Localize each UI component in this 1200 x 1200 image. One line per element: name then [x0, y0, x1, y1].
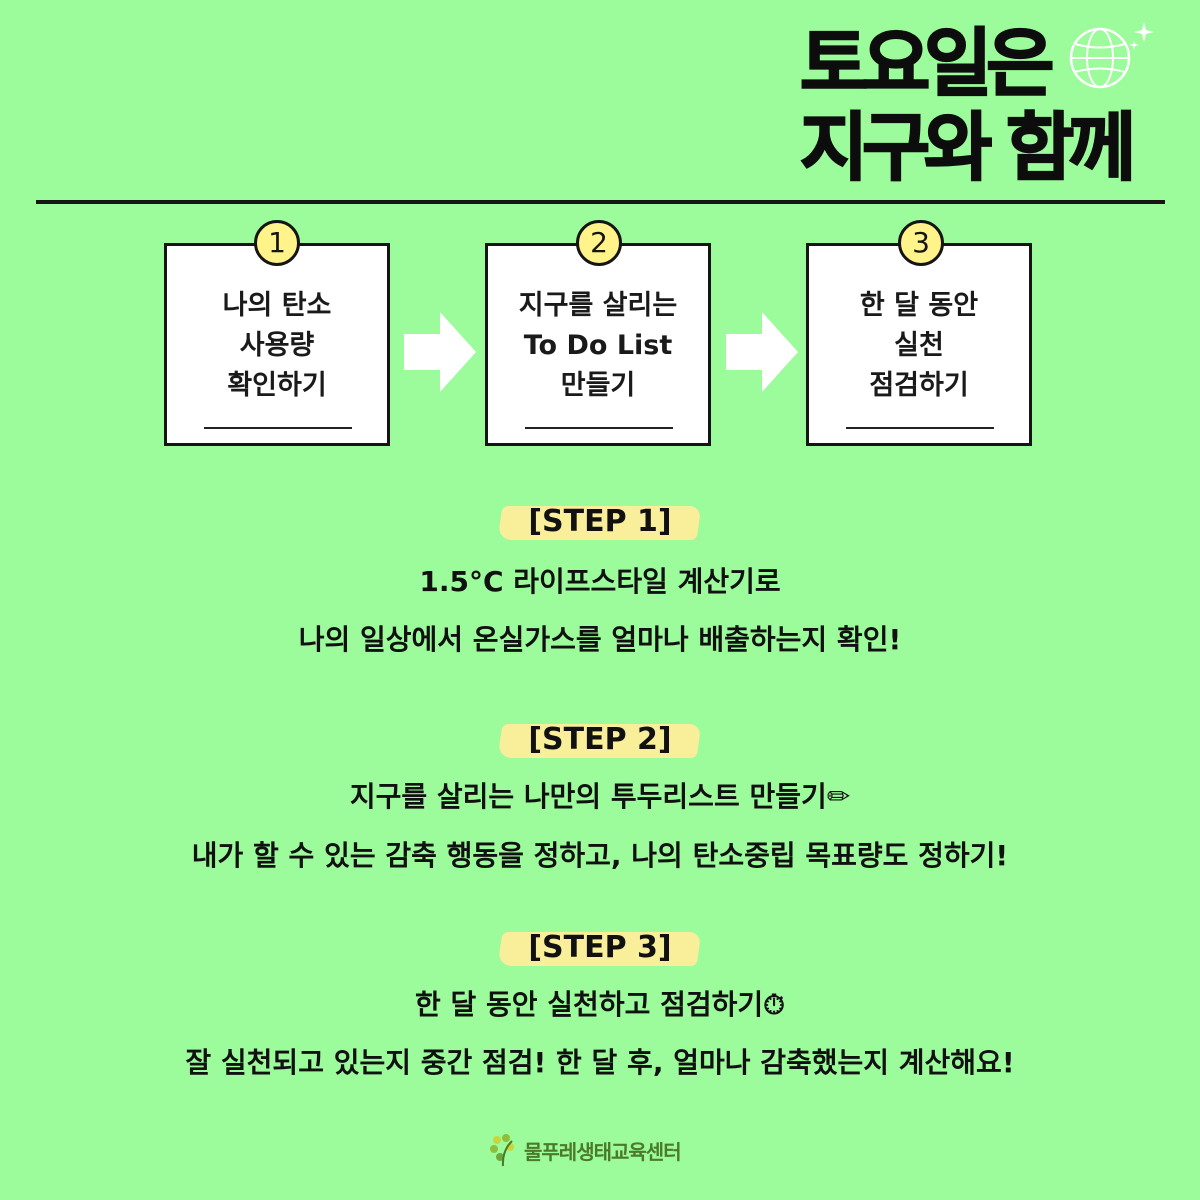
step-box-3: 한 달 동안 실천 점검하기: [806, 243, 1032, 446]
step-box-underline: [846, 427, 994, 429]
step-number-badge-3: 3: [898, 220, 944, 266]
step-2-line-2: 내가 할 수 있는 감축 행동을 정하고, 나의 탄소중립 목표량도 정하기!: [191, 839, 1009, 872]
step-box-underline: [525, 427, 673, 429]
page-title-line-2: 지구와 함께: [799, 105, 1137, 191]
step-3-label: [STEP 3]: [0, 928, 1200, 968]
step-1-line-1: 1.5°C 라이프스타일 계산기로: [419, 565, 781, 598]
step-2-line-1: 지구를 살리는 나만의 투두리스트 만들기✏: [349, 780, 851, 813]
step-2-label: [STEP 2]: [0, 720, 1200, 760]
globe-icon: [1069, 22, 1154, 89]
step-3-line-1: 한 달 동안 실천하고 점검하기⏱: [415, 988, 785, 1021]
step-box-text: 나의 탄소 사용량 확인하기: [222, 290, 332, 401]
footer-logo: 물푸레생태교육센터: [488, 1130, 682, 1170]
arrow-right-icon: [726, 312, 798, 392]
step-box-underline: [204, 427, 352, 429]
arrow-right-icon: [404, 312, 476, 392]
step-box-text: 지구를 살리는 To Do List 만들기: [518, 290, 678, 401]
step-1-label: [STEP 1]: [0, 502, 1200, 542]
step-box-2: 지구를 살리는 To Do List 만들기: [485, 243, 711, 446]
step-box-1: 나의 탄소 사용량 확인하기: [164, 243, 390, 446]
page-title-line-1: 토요일은: [799, 21, 1055, 107]
step-number-badge-1: 1: [254, 220, 300, 266]
leaf-icon: [490, 1134, 514, 1167]
page-title: 토요일은 지구와 함께: [799, 21, 1137, 191]
divider-line: [36, 200, 1165, 204]
step-3-line-2: 잘 실천되고 있는지 중간 점검! 한 달 후, 얼마나 감축했는지 계산해요!: [185, 1046, 1015, 1079]
step-number-badge-2: 2: [576, 220, 622, 266]
step-box-text: 한 달 동안 실천 점검하기: [859, 290, 979, 401]
step-1-line-2: 나의 일상에서 온실가스를 얼마나 배출하는지 확인!: [298, 623, 902, 656]
org-name: 물푸레생태교육센터: [524, 1139, 682, 1164]
